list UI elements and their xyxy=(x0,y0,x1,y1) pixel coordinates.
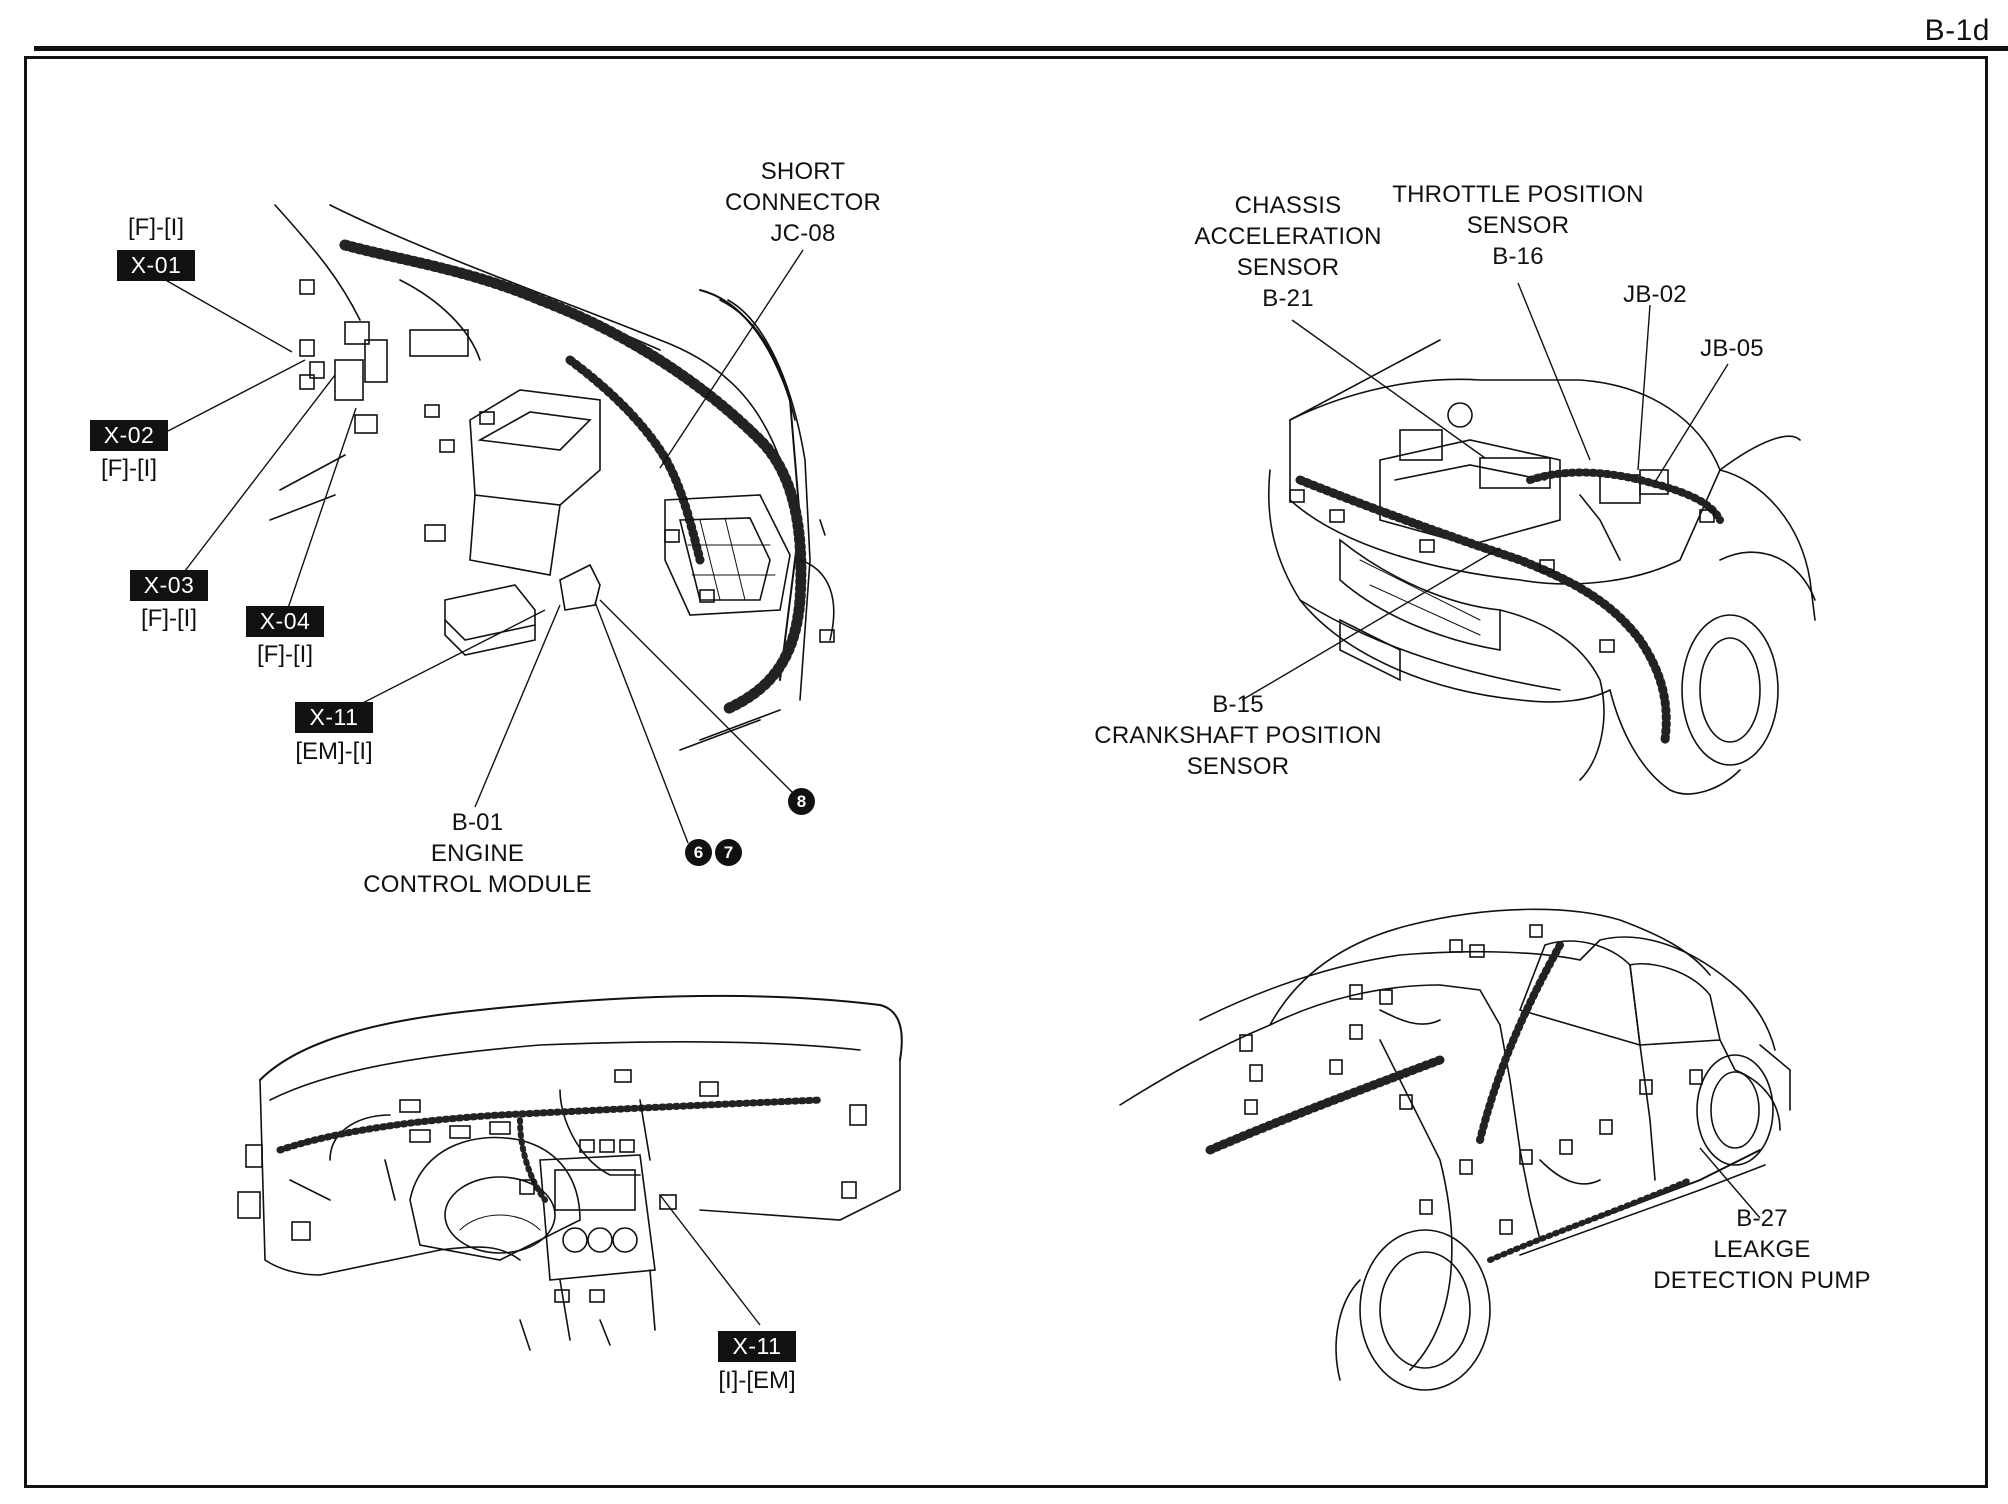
chassis-acceleration-sensor-label: CHASSIS ACCELERATION SENSOR B-21 xyxy=(1194,192,1382,312)
x04-leader xyxy=(283,407,357,621)
page-id: B-1d xyxy=(1924,14,1990,47)
x03-route: [F]-[I] xyxy=(141,605,197,632)
jc08-leader xyxy=(659,249,804,469)
vehicle-body-drawing-icon xyxy=(1119,908,1791,1391)
instrument-panel-drawing-icon xyxy=(237,994,903,1351)
x11-bottom-leader xyxy=(659,1194,761,1326)
x03-tag: X-03 xyxy=(130,570,208,601)
x11-top-tag: X-11 xyxy=(295,702,373,733)
jb05-leader xyxy=(1654,363,1729,483)
b21-leader xyxy=(1291,319,1486,459)
marker-6: 6 xyxy=(685,839,712,866)
x11-bottom-tag: X-11 xyxy=(718,1331,796,1362)
x11-bottom-route: [I]-[EM] xyxy=(718,1367,796,1394)
header-rule xyxy=(34,46,2008,51)
throttle-position-sensor-label: THROTTLE POSITION SENSOR B-16 xyxy=(1392,181,1644,270)
diagram-frame xyxy=(24,56,1988,1488)
m8-leader xyxy=(599,599,794,794)
x04-route: [F]-[I] xyxy=(257,641,313,668)
x11-top-leader xyxy=(344,609,546,713)
x11-top-route: [EM]-[I] xyxy=(295,738,373,765)
short-connector-label: SHORT CONNECTOR JC-08 xyxy=(724,158,882,247)
x04-tag: X-04 xyxy=(246,606,324,637)
marker-7: 7 xyxy=(715,839,742,866)
callout-leaders xyxy=(161,249,1761,1326)
x03-leader xyxy=(177,374,336,581)
x02-tag: X-02 xyxy=(90,420,168,451)
jb02-label: JB-02 xyxy=(1623,281,1687,308)
x01-tag: X-01 xyxy=(117,250,195,281)
engine-control-module-label: B-01 ENGINE CONTROL MODULE xyxy=(363,809,592,898)
x02-route: [F]-[I] xyxy=(101,455,157,482)
front-vehicle-drawing-icon xyxy=(1267,339,1816,795)
jb05-label: JB-05 xyxy=(1700,335,1764,362)
m6-leader xyxy=(594,601,689,844)
jb02-leader xyxy=(1637,304,1651,471)
b27-leader xyxy=(1699,1147,1761,1219)
marker-8: 8 xyxy=(788,788,815,815)
engine-bay-harness-drawing-icon xyxy=(269,204,835,751)
x01-leader xyxy=(161,277,293,353)
leakage-detection-pump-label: B-27 LEAKGE DETECTION PUMP xyxy=(1653,1205,1871,1294)
b15-leader xyxy=(1241,547,1501,701)
b16-leader xyxy=(1517,282,1591,461)
x01-route: [F]-[I] xyxy=(128,214,184,241)
x02-leader xyxy=(167,359,306,432)
b01-leader xyxy=(474,604,561,808)
crankshaft-position-sensor-label: B-15 CRANKSHAFT POSITION SENSOR xyxy=(1094,691,1382,780)
